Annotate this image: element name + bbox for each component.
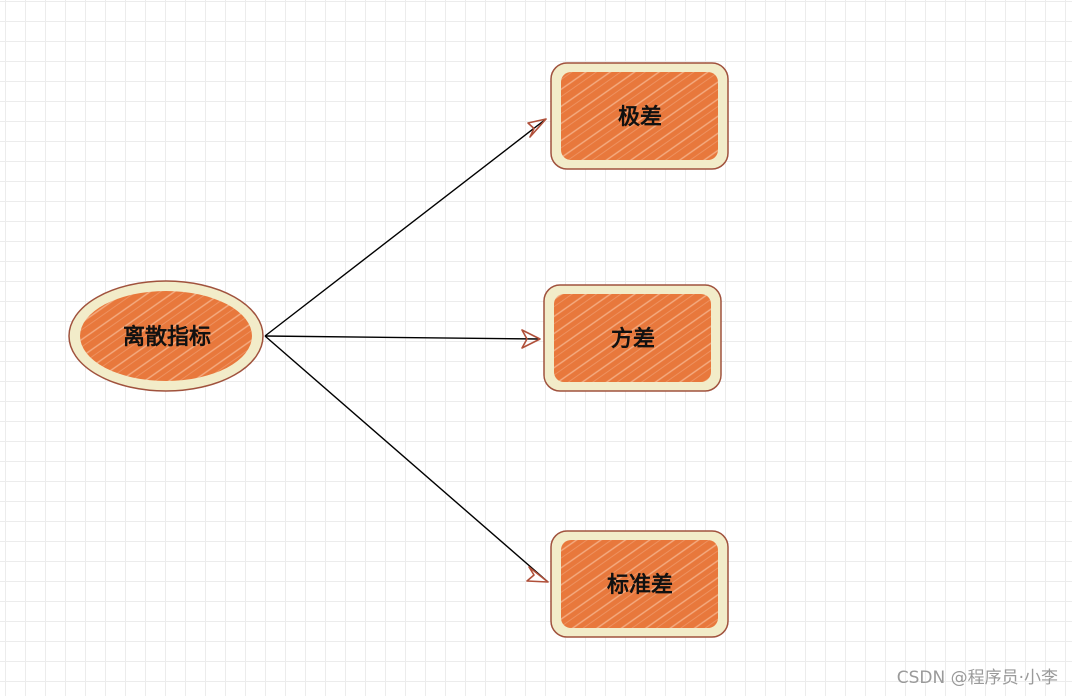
root-node-label: 离散指标 (123, 324, 211, 349)
arrowhead-child-2 (521, 329, 541, 349)
watermark: CSDN @程序员·小李 (896, 668, 1058, 688)
arrowhead-child-3 (526, 566, 549, 583)
child-node-std-dev-label: 标准差 (607, 572, 673, 597)
child-node-range-label: 极差 (618, 104, 662, 129)
arrowhead-child-1 (527, 118, 547, 138)
connector-root-to-child-2 (264, 335, 541, 340)
child-node-variance[interactable]: 方差 (543, 284, 722, 392)
child-node-range-inner (561, 72, 718, 160)
child-node-range[interactable]: 极差 (550, 62, 729, 170)
connector-root-to-child-3 (264, 335, 549, 583)
child-node-variance-label: 方差 (611, 326, 655, 351)
root-node-inner (80, 291, 252, 381)
child-node-std-dev-inner (561, 540, 718, 628)
connector-root-to-child-1 (264, 118, 547, 337)
root-node[interactable]: 离散指标 (68, 280, 264, 392)
child-node-std-dev[interactable]: 标准差 (550, 530, 729, 638)
child-node-variance-inner (554, 294, 711, 382)
connectors (264, 118, 549, 583)
